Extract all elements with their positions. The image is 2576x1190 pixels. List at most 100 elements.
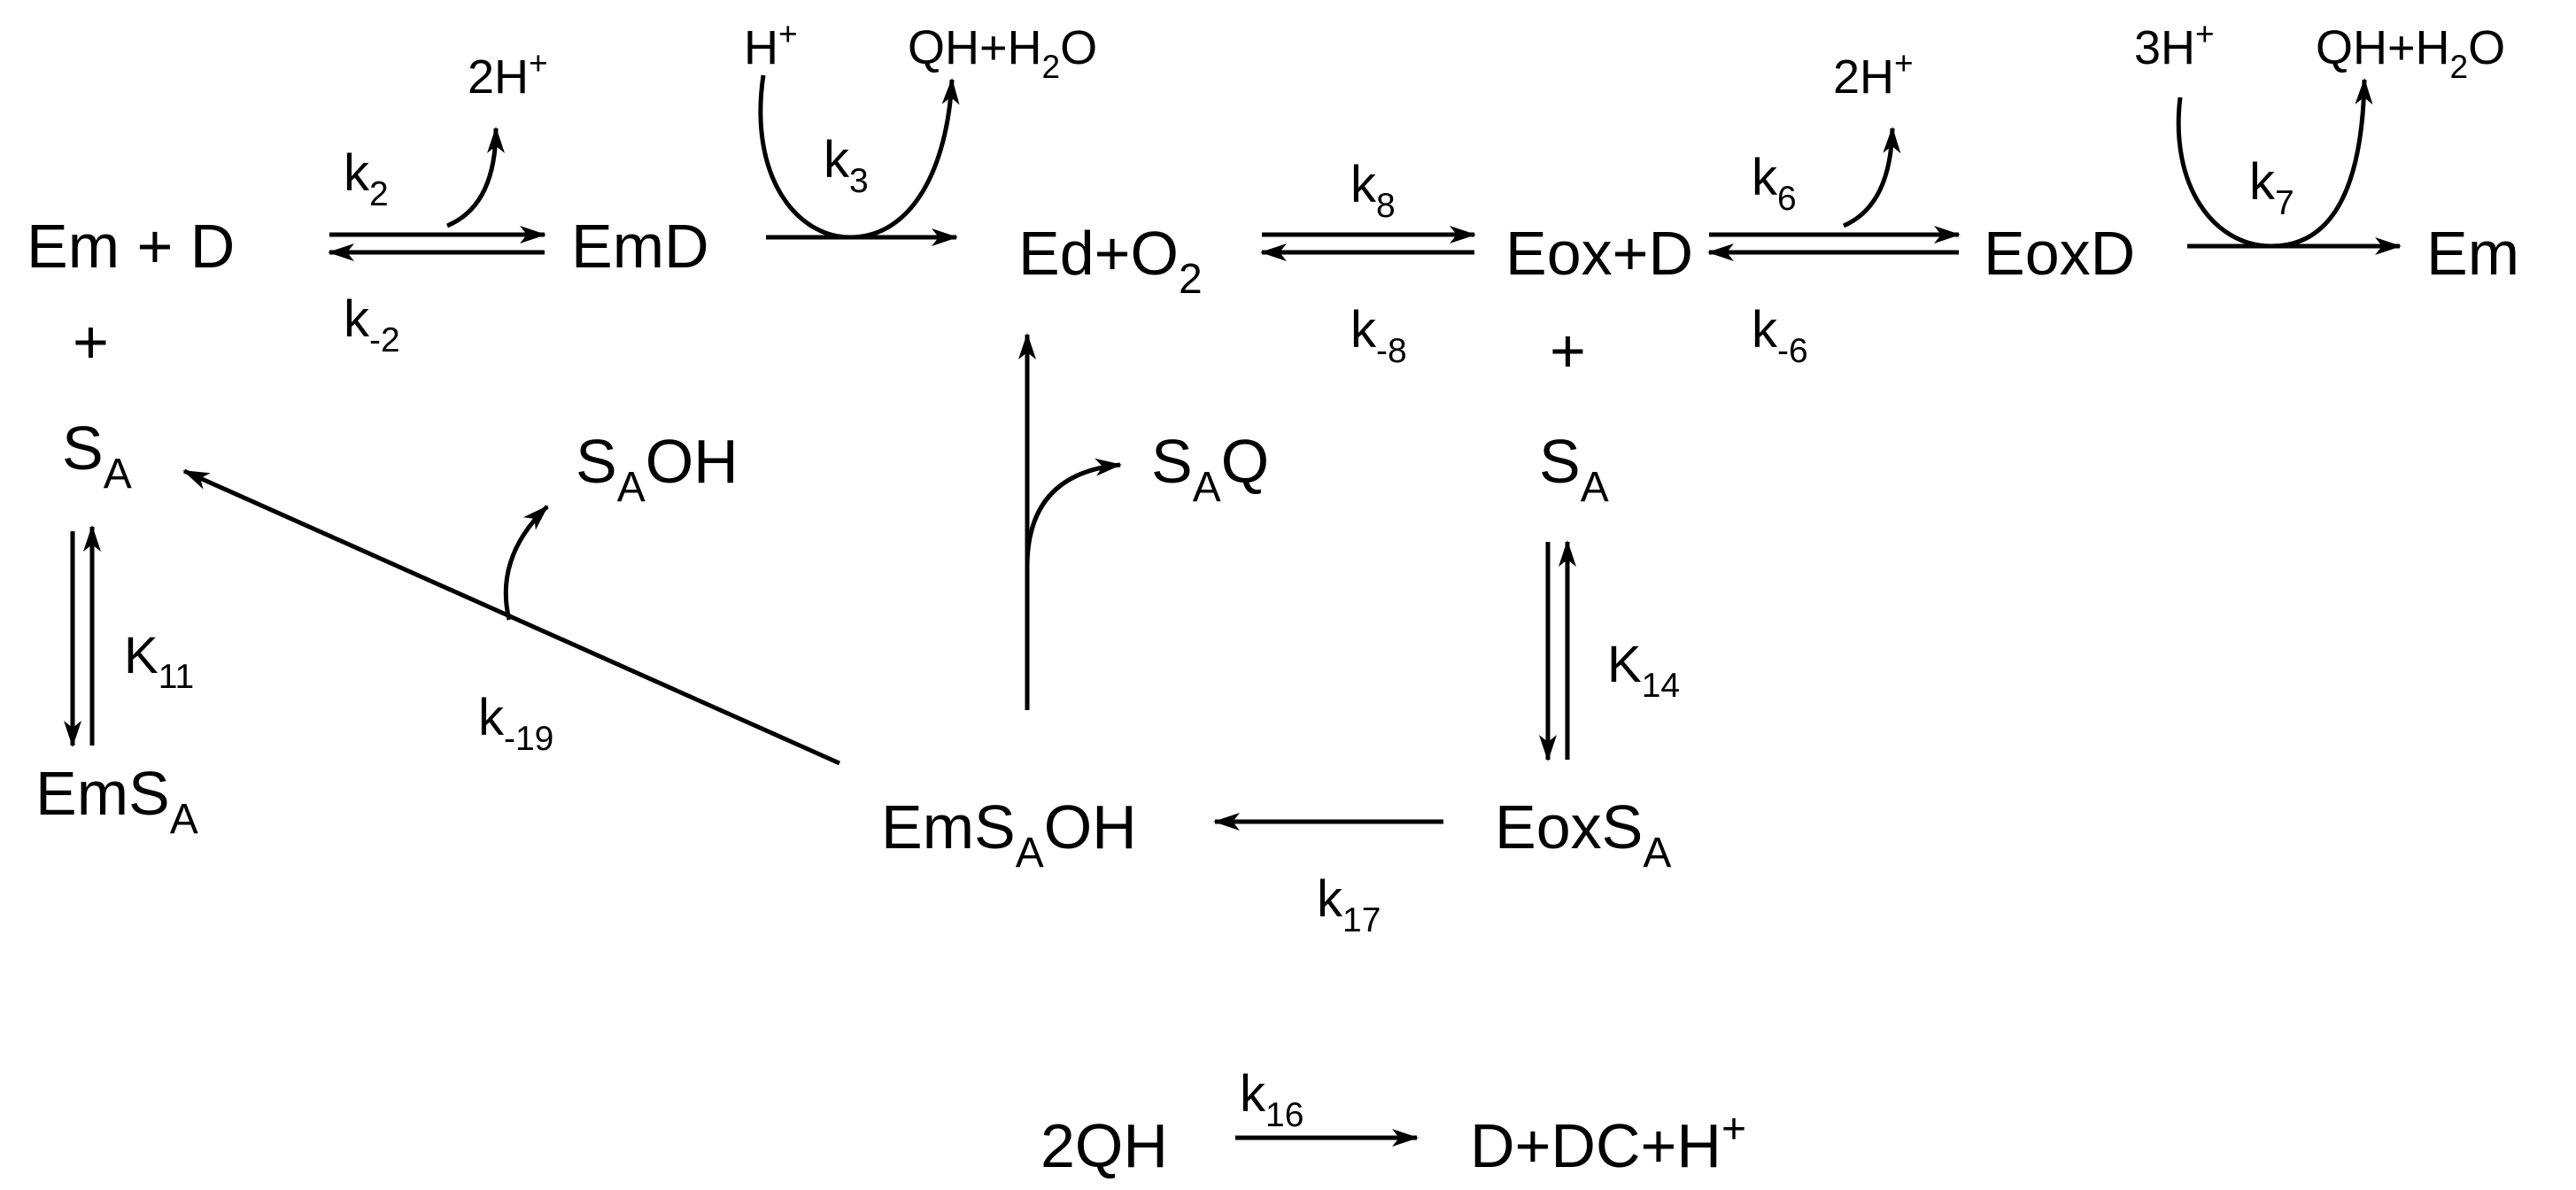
- label-part: A: [104, 451, 132, 498]
- label-part: D+DC+H: [1470, 1111, 1721, 1180]
- release-arrow-saq: [1025, 458, 1122, 568]
- label-part: 2: [2450, 49, 2469, 85]
- species-em-plus-d: Em + D: [27, 212, 235, 281]
- release-arrow-2h-first: [446, 127, 505, 228]
- byproduct-2h-first: 2H+: [468, 45, 548, 104]
- label-part: H: [744, 21, 778, 74]
- rate-k3: k3: [824, 131, 869, 200]
- rate-k2: k2: [344, 144, 389, 213]
- byproduct-2h-second: 2H+: [1833, 45, 1914, 104]
- rate-k-minus-8: k-8: [1350, 301, 1407, 370]
- label-part: S: [62, 413, 104, 483]
- label-part: EoxD: [1984, 219, 2135, 288]
- label-part: A: [1581, 464, 1609, 511]
- label-part: EmS: [881, 792, 1016, 862]
- reaction-arrow-k-minus-19: [182, 468, 841, 766]
- label-part: A: [617, 464, 646, 511]
- label-part: +: [73, 307, 109, 376]
- label-part: -8: [1376, 332, 1407, 370]
- label-part: 2H: [1833, 50, 1894, 104]
- label-part: -2: [369, 321, 400, 359]
- label-part: k: [1317, 870, 1343, 928]
- label-part: 2H: [468, 50, 529, 104]
- species-emsa: EmSA: [35, 759, 198, 843]
- label-part: k: [478, 689, 505, 746]
- label-part: +: [529, 45, 548, 81]
- label-part: +: [1894, 45, 1914, 81]
- curved-arrow-k7: [2176, 78, 2373, 249]
- label-part: S: [1151, 427, 1193, 496]
- label-part: -6: [1777, 332, 1808, 370]
- byproduct-qh-h2o-first: QH+H2O: [908, 21, 1097, 85]
- rate-k7: k7: [2249, 153, 2294, 222]
- label-part: k: [1240, 1065, 1266, 1123]
- label-part: 2: [369, 175, 389, 213]
- label-part: 3H: [2134, 21, 2195, 74]
- label-part: k: [344, 144, 370, 202]
- equilibrium-arrow-k8: [1260, 226, 1476, 261]
- label-part: k: [1350, 301, 1377, 359]
- plus-sign-right: +: [1550, 316, 1586, 385]
- label-part: 8: [1376, 187, 1396, 225]
- label-part: QH+H: [2316, 21, 2450, 74]
- rate-k-minus-2: k-2: [344, 290, 400, 359]
- label-part: +: [1550, 316, 1586, 385]
- rate-K11: K11: [124, 627, 194, 696]
- curved-arrow-k3: [758, 74, 960, 240]
- equilibrium-arrow-K11: [64, 525, 101, 747]
- rate-k6: k6: [1752, 149, 1797, 218]
- reactant-h-plus: H+: [744, 16, 798, 74]
- byproduct-qh-h2o-second: QH+H2O: [2316, 21, 2505, 85]
- label-part: 2: [1179, 256, 1203, 303]
- label-part: K: [124, 627, 159, 684]
- label-part: Em + D: [27, 212, 235, 281]
- species-d-dc-h: D+DC+H+: [1470, 1106, 1746, 1180]
- label-part: A: [170, 796, 198, 843]
- rate-K14: K14: [1607, 636, 1680, 705]
- label-part: 14: [1642, 667, 1680, 705]
- label-part: QH+H: [908, 21, 1042, 74]
- species-emd: EmD: [571, 212, 709, 281]
- label-part: 11: [159, 658, 195, 696]
- label-part: A: [1016, 830, 1044, 877]
- species-2qh: 2QH: [1040, 1111, 1168, 1180]
- label-part: k: [344, 290, 370, 348]
- species-eox-plus-d: Eox+D: [1505, 219, 1693, 288]
- label-part: k: [824, 131, 850, 189]
- label-part: k: [1350, 156, 1377, 213]
- label-part: A: [1643, 830, 1671, 877]
- label-part: Ed+O: [1018, 219, 1179, 288]
- reactant-3h-plus: 3H+: [2134, 16, 2215, 74]
- label-part: k: [1752, 301, 1778, 359]
- label-part: OH: [1044, 792, 1137, 862]
- label-part: 7: [2275, 184, 2294, 222]
- rate-k-minus-6: k-6: [1752, 301, 1808, 370]
- label-part: S: [1539, 427, 1581, 496]
- label-part: Q: [1221, 427, 1269, 496]
- species-em-final: Em: [2426, 219, 2519, 288]
- label-part: 2: [1042, 49, 1061, 85]
- label-part: EmS: [35, 759, 170, 828]
- label-part: +: [778, 16, 798, 52]
- species-saoh: SAOH: [576, 427, 739, 511]
- species-saq: SAQ: [1151, 427, 1269, 511]
- species-emsaoh: EmSAOH: [881, 792, 1137, 877]
- release-arrow-2h-second: [1842, 127, 1901, 228]
- label-part: K: [1607, 636, 1642, 693]
- label-part: +: [1721, 1106, 1746, 1153]
- plus-sign-left: +: [73, 307, 109, 376]
- species-ed-o2: Ed+O2: [1018, 219, 1203, 303]
- label-part: S: [576, 427, 617, 496]
- label-part: k: [1752, 149, 1778, 206]
- label-part: -19: [504, 720, 553, 758]
- label-part: 6: [1777, 180, 1797, 218]
- label-part: k: [2249, 153, 2276, 211]
- rate-k-minus-19: k-19: [478, 689, 553, 758]
- label-part: O: [1060, 21, 1097, 74]
- species-sa-right: SA: [1539, 427, 1609, 511]
- rate-k16: k16: [1240, 1065, 1303, 1134]
- equilibrium-arrow-k6: [1707, 226, 1961, 261]
- label-part: O: [2468, 21, 2505, 74]
- label-part: EoxS: [1495, 792, 1643, 862]
